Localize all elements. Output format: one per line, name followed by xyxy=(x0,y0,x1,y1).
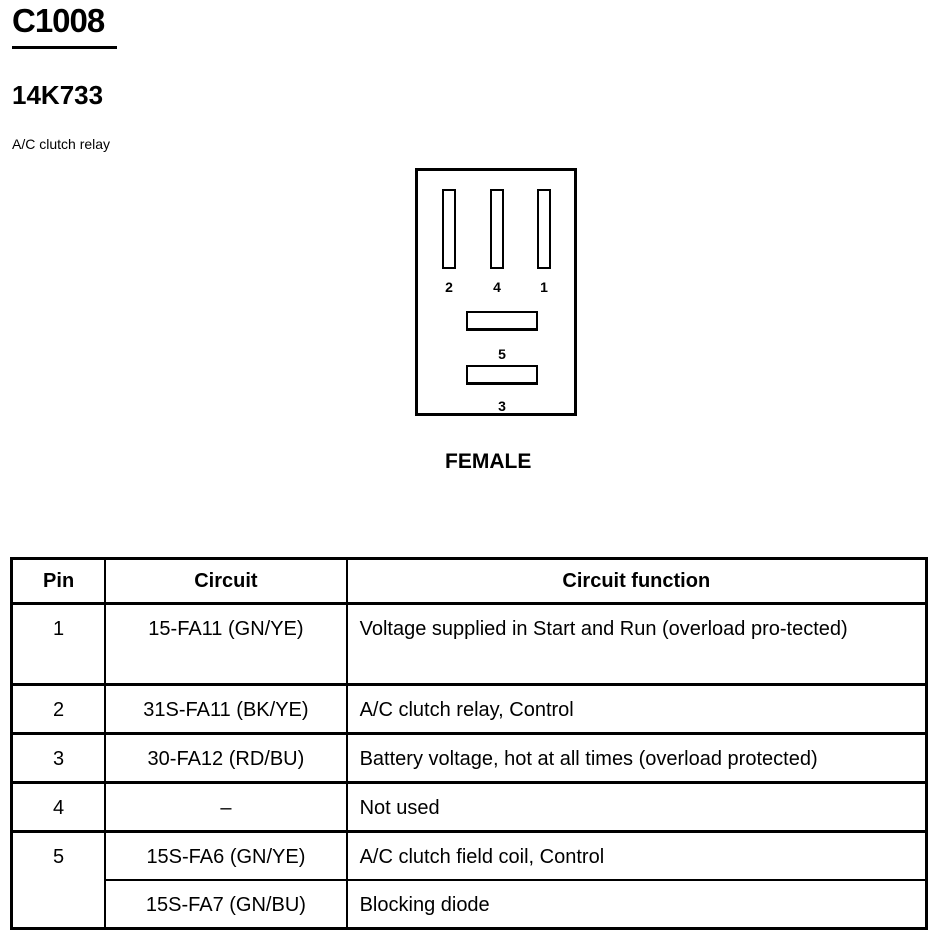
pin-label-3: 3 xyxy=(498,398,506,414)
table-row: 1 15-FA11 (GN/YE) Voltage supplied in St… xyxy=(10,602,928,686)
pin-cell: 4 xyxy=(10,781,107,833)
table-header-row: Pin Circuit Circuit function xyxy=(10,557,928,605)
connector-gender-label: FEMALE xyxy=(445,450,532,473)
pin-terminal-2 xyxy=(442,189,456,269)
column-header-circuit: Circuit xyxy=(104,557,348,605)
pin-cell: 2 xyxy=(10,683,107,735)
connector-id-title: C1008 xyxy=(12,2,105,39)
pin-cell: 5 xyxy=(10,830,107,930)
column-header-circuit-function: Circuit function xyxy=(345,557,928,605)
column-header-pin: Pin xyxy=(10,557,107,605)
pin-label-1: 1 xyxy=(540,279,548,295)
title-underline xyxy=(12,46,117,49)
pin-terminal-4 xyxy=(490,189,504,269)
part-number: 14K733 xyxy=(12,80,104,110)
pin-label-4: 4 xyxy=(493,279,501,295)
function-cell: A/C clutch field coil, Control xyxy=(345,830,928,881)
pin-terminal-5 xyxy=(466,311,538,331)
function-cell: Not used xyxy=(345,781,928,833)
table-row: 4 – Not used xyxy=(10,781,928,833)
circuit-cell: 30-FA12 (RD/BU) xyxy=(104,732,348,784)
pin-label-2: 2 xyxy=(445,279,453,295)
pin-cell: 1 xyxy=(10,602,107,686)
pin-label-5: 5 xyxy=(498,346,506,362)
table-row: 5 15S-FA6 (GN/YE) A/C clutch field coil,… xyxy=(10,830,928,930)
circuit-cell: 15S-FA6 (GN/YE) xyxy=(104,830,348,881)
circuit-cell: 15-FA11 (GN/YE) xyxy=(104,602,348,686)
pin-terminal-1 xyxy=(537,189,551,269)
pin-cell: 3 xyxy=(10,732,107,784)
table-row: 3 30-FA12 (RD/BU) Battery voltage, hot a… xyxy=(10,732,928,784)
function-cell: A/C clutch relay, Control xyxy=(345,683,928,735)
function-cell: Blocking diode xyxy=(345,879,928,930)
circuit-cell: – xyxy=(104,781,348,833)
connector-description: A/C clutch relay xyxy=(12,136,111,152)
circuit-cell: 31S-FA11 (BK/YE) xyxy=(104,683,348,735)
table-row: 15S-FA7 (GN/BU) Blocking diode xyxy=(12,879,928,930)
connector-face-diagram: 2 4 1 5 3 xyxy=(415,168,577,416)
function-cell: Voltage supplied in Start and Run (overl… xyxy=(345,602,928,686)
circuit-cell: 15S-FA7 (GN/BU) xyxy=(104,879,348,930)
pinout-table: Pin Circuit Circuit function 1 15-FA11 (… xyxy=(10,557,928,930)
function-cell: Battery voltage, hot at all times (overl… xyxy=(345,732,928,784)
table-row: 2 31S-FA11 (BK/YE) A/C clutch relay, Con… xyxy=(10,683,928,735)
pin-terminal-3 xyxy=(466,365,538,385)
